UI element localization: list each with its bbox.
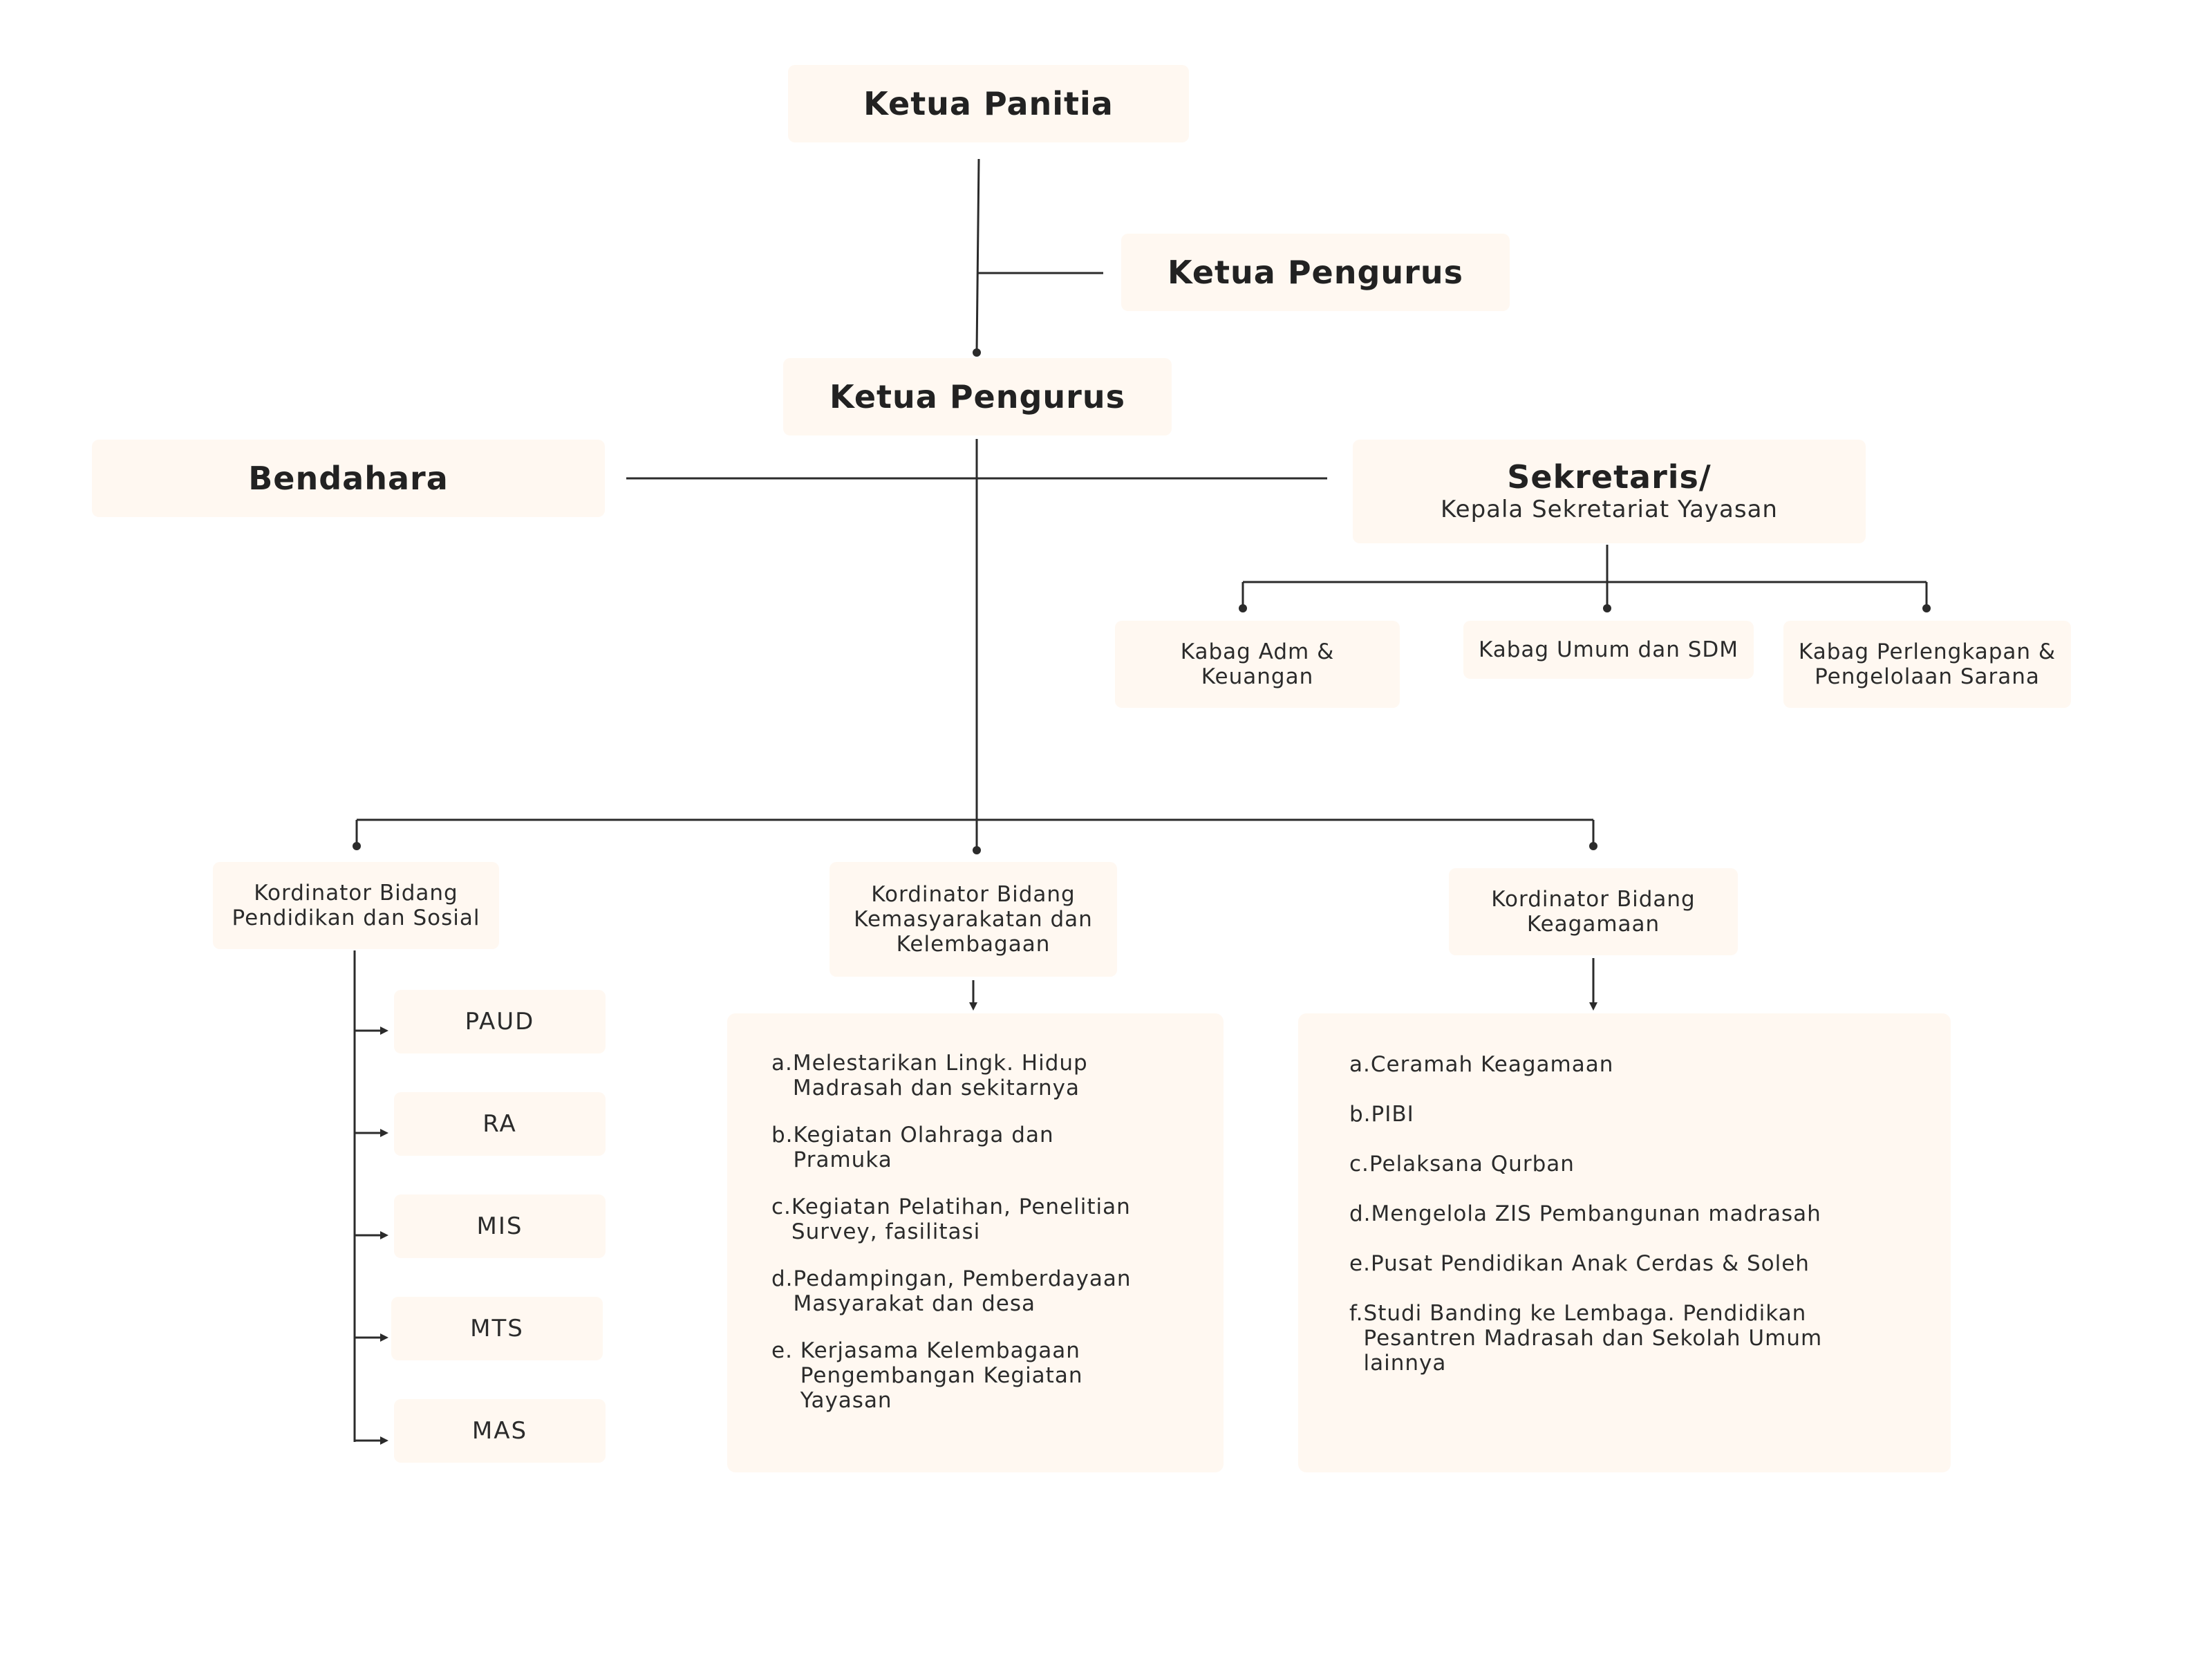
task-item: e. Pusat Pendidikan Anak Cerdas & Soleh bbox=[1349, 1251, 1916, 1276]
unit-label: PAUD bbox=[465, 1008, 535, 1035]
task-text: Ceramah Keagamaan bbox=[1370, 1052, 1614, 1077]
koordinator-keagamaan-box: Kordinator Bidang Keagamaan bbox=[1449, 868, 1738, 955]
task-text: Melestarikan Lingk. Hidup Madrasah dan s… bbox=[792, 1051, 1088, 1100]
task-marker: d. bbox=[771, 1266, 794, 1291]
unit-label: RA bbox=[482, 1110, 517, 1138]
task-item: c. Kegiatan Pelatihan, Penelitian Survey… bbox=[771, 1194, 1159, 1244]
arrowhead-ra bbox=[380, 1129, 388, 1137]
koordinator-kemasyarakatan-box: Kordinator Bidang Kemasyarakatan dan Kel… bbox=[830, 862, 1117, 977]
task-item: c. Pelaksana Qurban bbox=[1349, 1152, 1902, 1177]
arrowhead-mis bbox=[380, 1231, 388, 1239]
arrowhead-keagamaan bbox=[1589, 1002, 1597, 1011]
task-marker: a. bbox=[1349, 1052, 1371, 1077]
sekretaris-subtitle: Kepala Sekretariat Yayasan bbox=[1441, 496, 1778, 524]
kabag-adm-keuangan-box: Kabag Adm & Keuangan bbox=[1115, 621, 1400, 708]
junction-dot bbox=[1589, 842, 1597, 850]
arrowhead-paud bbox=[380, 1027, 388, 1035]
koordinator-pendidikan-box: Kordinator Bidang Pendidikan dan Sosial bbox=[213, 862, 499, 949]
keagamaan-task-panel: a. Ceramah Keagamaan b. PIBI c. Pelaksan… bbox=[1298, 1013, 1951, 1472]
task-item: a. Melestarikan Lingk. Hidup Madrasah da… bbox=[771, 1051, 1159, 1100]
task-item: d. Mengelola ZIS Pembangunan madrasah bbox=[1349, 1201, 1916, 1226]
unit-mts-box: MTS bbox=[391, 1297, 603, 1360]
sekretaris-title: Sekretaris/ bbox=[1507, 458, 1712, 496]
unit-label: MTS bbox=[470, 1315, 524, 1342]
task-item: a. Ceramah Keagamaan bbox=[1349, 1052, 1902, 1077]
task-marker: a. bbox=[771, 1051, 793, 1076]
arrowhead-mts bbox=[380, 1333, 388, 1342]
task-item: b. Kegiatan Olahraga dan Pramuka bbox=[771, 1123, 1159, 1172]
main-trunk-line bbox=[975, 158, 980, 353]
unit-label: MIS bbox=[476, 1212, 523, 1240]
sekretaris-box: Sekretaris/ Kepala Sekretariat Yayasan bbox=[1353, 440, 1866, 543]
arrowhead-kemasyarakatan bbox=[969, 1002, 977, 1011]
junction-dot bbox=[353, 842, 361, 850]
koordinator-label: Kordinator Bidang Kemasyarakatan dan Kel… bbox=[854, 882, 1093, 957]
task-marker: f. bbox=[1349, 1301, 1364, 1326]
unit-mis-box: MIS bbox=[394, 1194, 606, 1258]
kabag-label: Kabag Perlengkapan & Pengelolaan Sarana bbox=[1798, 639, 2056, 689]
junction-dot bbox=[1922, 604, 1931, 612]
junction-dot bbox=[1603, 604, 1611, 612]
task-marker: c. bbox=[1349, 1152, 1369, 1177]
junction-dot bbox=[973, 846, 981, 854]
task-text: PIBI bbox=[1371, 1102, 1414, 1127]
unit-paud-box: PAUD bbox=[394, 990, 606, 1053]
ketua-pengurus-side-label: Ketua Pengurus bbox=[1168, 253, 1463, 291]
task-text: Pusat Pendidikan Anak Cerdas & Soleh bbox=[1370, 1251, 1810, 1276]
kabag-umum-sdm-box: Kabag Umum dan SDM bbox=[1463, 621, 1754, 679]
task-item: d. Pedampingan, Pemberdayaan Masyarakat … bbox=[771, 1266, 1159, 1316]
task-marker: b. bbox=[1349, 1102, 1371, 1127]
task-text: Studi Banding ke Lembaga. Pendidikan Pes… bbox=[1363, 1301, 1823, 1376]
task-item: f. Studi Banding ke Lembaga. Pendidikan … bbox=[1349, 1301, 1854, 1376]
task-text: Kegiatan Olahraga dan Pramuka bbox=[793, 1123, 1054, 1172]
arrowhead-mas bbox=[380, 1436, 388, 1445]
task-text: Kegiatan Pelatihan, Penelitian Survey, f… bbox=[791, 1194, 1131, 1244]
task-marker: c. bbox=[771, 1194, 791, 1219]
koordinator-label: Kordinator Bidang Keagamaan bbox=[1491, 887, 1696, 937]
task-marker: e. bbox=[771, 1338, 800, 1363]
kemasyarakatan-task-panel: a. Melestarikan Lingk. Hidup Madrasah da… bbox=[727, 1013, 1224, 1472]
task-text: Mengelola ZIS Pembangunan madrasah bbox=[1371, 1201, 1821, 1226]
ketua-pengurus-main-label: Ketua Pengurus bbox=[830, 377, 1125, 415]
task-text: Kerjasama Kelembagaan Pengembangan Kegia… bbox=[800, 1338, 1083, 1413]
task-marker: d. bbox=[1349, 1201, 1371, 1226]
task-item: e. Kerjasama Kelembagaan Pengembangan Ke… bbox=[771, 1338, 1131, 1413]
ketua-panitia-box: Ketua Panitia bbox=[788, 65, 1189, 142]
ketua-pengurus-main-box: Ketua Pengurus bbox=[783, 358, 1172, 435]
bendahara-label: Bendahara bbox=[248, 459, 449, 497]
unit-label: MAS bbox=[471, 1417, 528, 1445]
kabag-perlengkapan-box: Kabag Perlengkapan & Pengelolaan Sarana bbox=[1783, 621, 2071, 708]
task-text: Pedampingan, Pemberdayaan Masyarakat dan… bbox=[793, 1266, 1132, 1316]
bendahara-box: Bendahara bbox=[92, 440, 605, 517]
kabag-label: Kabag Umum dan SDM bbox=[1478, 637, 1739, 662]
koordinator-label: Kordinator Bidang Pendidikan dan Sosial bbox=[232, 881, 480, 930]
task-text: Pelaksana Qurban bbox=[1369, 1152, 1575, 1177]
task-marker: b. bbox=[771, 1123, 794, 1147]
ketua-panitia-label: Ketua Panitia bbox=[863, 84, 1114, 122]
unit-mas-box: MAS bbox=[394, 1399, 606, 1463]
ketua-pengurus-side-box: Ketua Pengurus bbox=[1121, 234, 1510, 311]
junction-dot bbox=[973, 348, 981, 357]
unit-ra-box: RA bbox=[394, 1092, 606, 1156]
junction-dot bbox=[1239, 604, 1247, 612]
task-marker: e. bbox=[1349, 1251, 1371, 1276]
kabag-label: Kabag Adm & Keuangan bbox=[1180, 639, 1335, 689]
task-item: b. PIBI bbox=[1349, 1102, 1902, 1127]
